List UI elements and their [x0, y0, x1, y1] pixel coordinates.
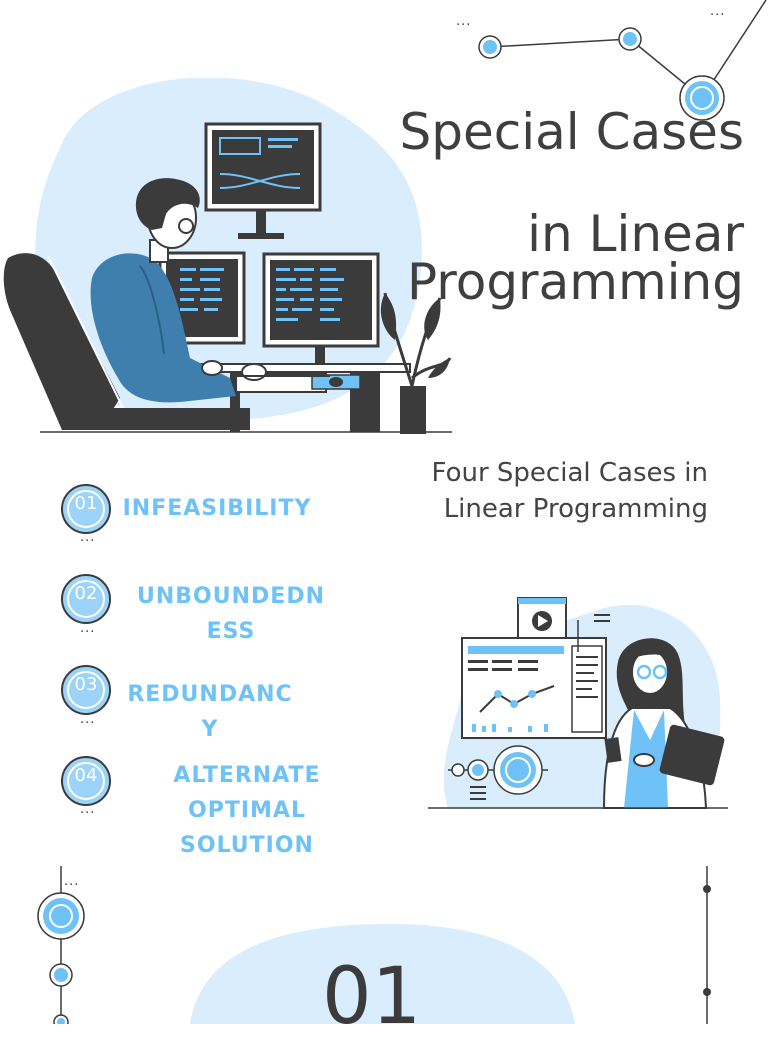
ellipsis-decoration: ...	[80, 621, 96, 636]
title-line-1: Special Cases	[399, 103, 744, 161]
case-number-badge-3: 03	[61, 665, 111, 715]
connector-decoration-top	[478, 0, 767, 121]
ellipsis-decoration: ...	[80, 712, 96, 727]
case-number-2: 02	[67, 580, 105, 618]
case-number-badge-2: 02	[61, 574, 111, 624]
case-number-badge-4: 04	[61, 756, 111, 806]
case-label-4: ALTERNATE OPTIMAL SOLUTION	[173, 763, 321, 858]
case-number-3: 03	[67, 671, 105, 709]
subtitle: Four Special Cases in Linear Programming	[431, 458, 708, 524]
case-number-4: 04	[67, 762, 105, 800]
ellipsis-decoration: ...	[710, 4, 726, 19]
ellipsis-decoration: ...	[80, 530, 96, 545]
case-label-2: UNBOUNDEDNESS	[137, 584, 325, 644]
connector-decoration-right	[703, 866, 711, 1024]
case-number-badge-1: 01	[61, 484, 111, 534]
developer-illustration	[3, 78, 452, 434]
case-label-1: INFEASIBILITY	[122, 496, 312, 521]
page-title: Special Cases in Linear Programming	[314, 100, 744, 314]
ellipsis-decoration: ...	[80, 802, 96, 817]
ellipsis-decoration: ...	[456, 14, 472, 29]
section-blob	[190, 923, 575, 1024]
title-line-3: Programming	[407, 253, 744, 311]
section-number: 01	[322, 952, 422, 1042]
ellipsis-decoration: ...	[64, 874, 80, 889]
title-line-2: in Linear	[527, 205, 744, 263]
analyst-illustration	[428, 597, 728, 809]
case-label-3: REDUNDANCY	[127, 682, 293, 742]
case-number-1: 01	[67, 490, 105, 528]
connector-decoration-left	[37, 866, 85, 1024]
